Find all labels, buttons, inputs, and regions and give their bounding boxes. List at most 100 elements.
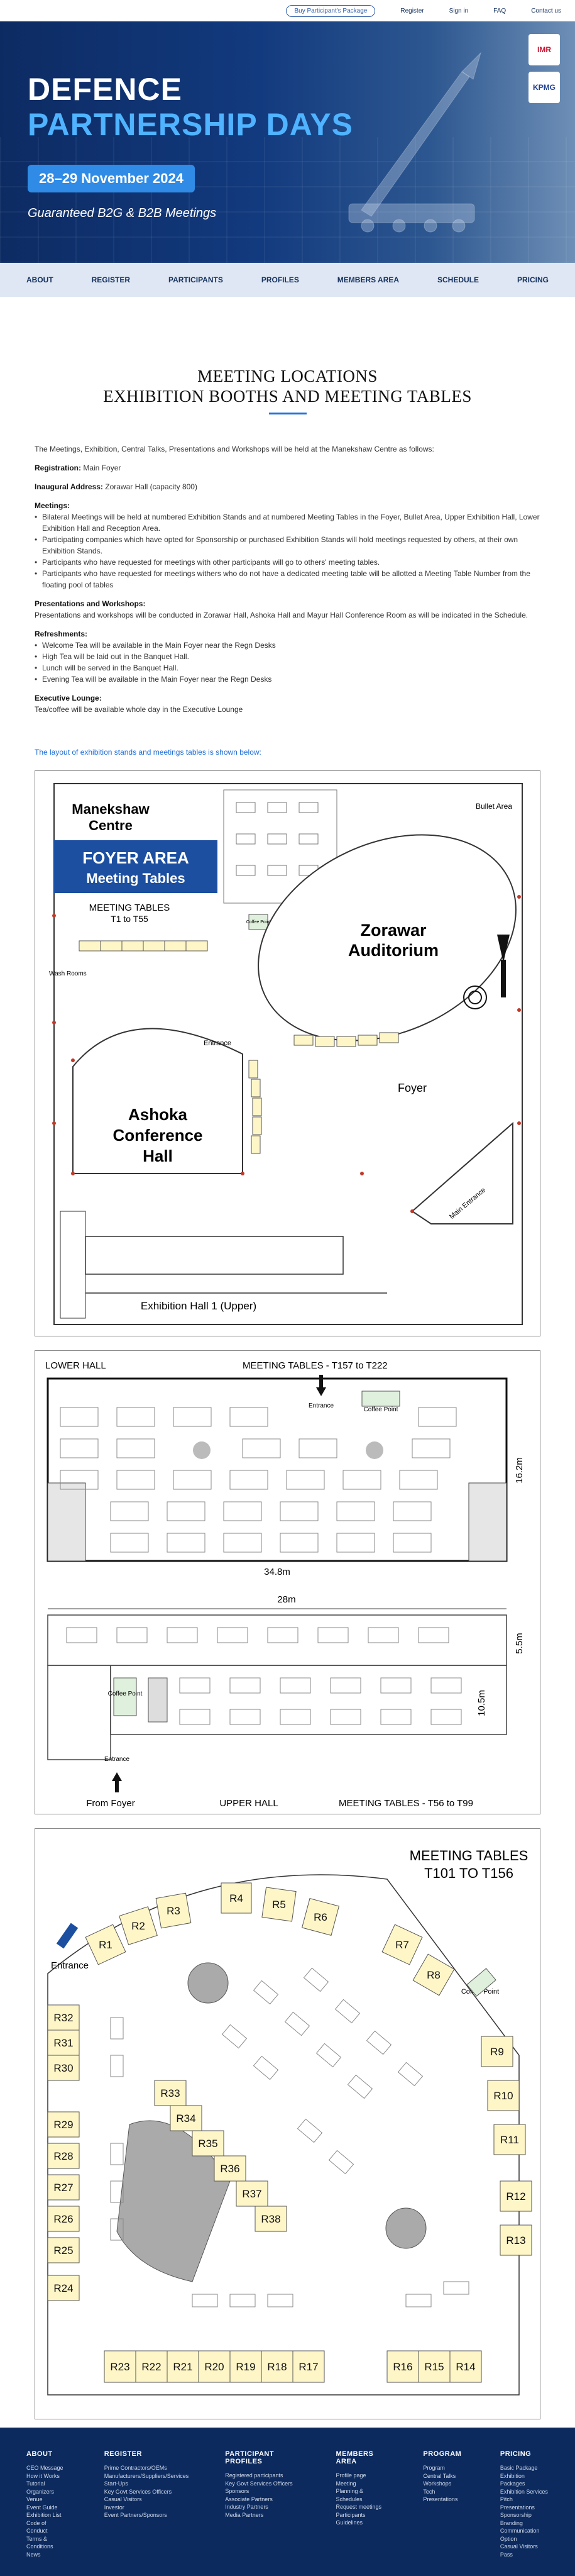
footer-link[interactable]: Key Govt Services Officers bbox=[104, 2488, 172, 2495]
footer-link[interactable]: Investor bbox=[104, 2504, 124, 2511]
stand-r4[interactable]: R4 bbox=[229, 1892, 243, 1904]
stand-r38[interactable]: R38 bbox=[261, 2213, 280, 2225]
stand-r25[interactable]: R25 bbox=[53, 2245, 73, 2257]
stand-r15[interactable]: R15 bbox=[424, 2361, 444, 2373]
footer-link[interactable]: Participants Guidelines bbox=[336, 2511, 366, 2526]
buy-package-button[interactable]: Buy Participant's Package bbox=[286, 4, 376, 17]
stand-r21[interactable]: R21 bbox=[173, 2361, 192, 2373]
stand-r18[interactable]: R18 bbox=[267, 2361, 287, 2373]
stand-r16[interactable]: R16 bbox=[393, 2361, 412, 2373]
nav-schedule[interactable]: SCHEDULE bbox=[437, 275, 479, 284]
stand-r36[interactable]: R36 bbox=[220, 2163, 239, 2175]
footer-link[interactable]: Program bbox=[423, 2465, 445, 2471]
imr-logo[interactable]: IMR bbox=[528, 34, 560, 65]
footer-link[interactable]: Tutorial bbox=[26, 2480, 45, 2487]
footer-link[interactable]: Branding bbox=[500, 2519, 523, 2526]
footer-link[interactable]: Key Govt Services Officers bbox=[225, 2480, 293, 2487]
footer-link[interactable]: Manufacturers/Suppliers/Services bbox=[104, 2472, 189, 2479]
footer-link[interactable]: Sponsorship bbox=[500, 2512, 532, 2518]
footer-link[interactable]: Associate Partners bbox=[225, 2496, 273, 2502]
stand-r27[interactable]: R27 bbox=[53, 2182, 73, 2194]
lower-entrance-label: Entrance bbox=[309, 1402, 334, 1409]
footer-link[interactable]: Basic Package bbox=[500, 2465, 538, 2471]
register-link[interactable]: Register bbox=[400, 7, 424, 14]
footer-link[interactable]: Code of Conduct bbox=[26, 2519, 48, 2534]
footer-link[interactable]: Exhibition Services bbox=[500, 2488, 548, 2495]
footer-link[interactable]: Organizers bbox=[26, 2488, 55, 2495]
footer-link[interactable]: Exhibition Packages bbox=[500, 2472, 525, 2487]
stand-r11[interactable]: R11 bbox=[500, 2134, 519, 2146]
contact-link[interactable]: Contact us bbox=[531, 7, 561, 14]
footer-link[interactable]: Start-Ups bbox=[104, 2480, 128, 2487]
stand-r34[interactable]: R34 bbox=[176, 2112, 195, 2124]
footer-link[interactable]: Casual Visitors bbox=[104, 2496, 142, 2502]
upper-width-label: 28m bbox=[277, 1594, 295, 1605]
footer-link[interactable]: Pitch Presentations bbox=[500, 2496, 535, 2511]
footer-link[interactable]: Event Partners/Sponsors bbox=[104, 2512, 167, 2518]
stand-r20[interactable]: R20 bbox=[204, 2361, 224, 2373]
footer-link[interactable]: Prime Contractors/OEMs bbox=[104, 2465, 167, 2471]
stand-r33[interactable]: R33 bbox=[160, 2087, 180, 2099]
stand-r30[interactable]: R30 bbox=[53, 2062, 73, 2074]
nav-profiles[interactable]: PROFILES bbox=[261, 275, 299, 284]
footer-link[interactable]: How it Works bbox=[26, 2472, 60, 2479]
stand-r6[interactable]: R6 bbox=[314, 1911, 327, 1923]
footer-link[interactable]: Exhibition List bbox=[26, 2512, 62, 2518]
stand-r14[interactable]: R14 bbox=[456, 2361, 475, 2373]
footer-link[interactable]: Terms & Conditions bbox=[26, 2535, 53, 2550]
footer-link[interactable]: Planning & Schedules bbox=[336, 2488, 364, 2502]
footer-link[interactable]: CEO Message bbox=[26, 2465, 63, 2471]
stand-r29[interactable]: R29 bbox=[53, 2119, 73, 2131]
stand-r31[interactable]: R31 bbox=[53, 2037, 73, 2049]
stand-r24[interactable]: R24 bbox=[53, 2282, 73, 2294]
stand-r23[interactable]: R23 bbox=[110, 2361, 129, 2373]
footer-link[interactable]: Request meetings bbox=[336, 2504, 382, 2510]
kpmg-logo[interactable]: KPMG bbox=[528, 72, 560, 103]
stand-r35[interactable]: R35 bbox=[198, 2138, 217, 2150]
stand-r19[interactable]: R19 bbox=[236, 2361, 255, 2373]
stand-r9[interactable]: R9 bbox=[490, 2046, 504, 2058]
stand-r26[interactable]: R26 bbox=[53, 2213, 73, 2225]
stand-r7[interactable]: R7 bbox=[395, 1939, 409, 1951]
footer-link[interactable]: News bbox=[26, 2551, 41, 2558]
upper-tables-label: MEETING TABLES - T56 to T99 bbox=[339, 1798, 473, 1809]
stand-r28[interactable]: R28 bbox=[53, 2150, 73, 2162]
stand-r17[interactable]: R17 bbox=[298, 2361, 318, 2373]
footer-link[interactable]: Media Partners bbox=[225, 2511, 264, 2518]
footer-link[interactable]: Sponsors bbox=[225, 2488, 249, 2494]
nav-members-area[interactable]: MEMBERS AREA bbox=[337, 275, 400, 284]
footer-link[interactable]: Workshops bbox=[423, 2480, 452, 2487]
ashoka-label-2: Conference bbox=[112, 1126, 202, 1145]
stand-r37[interactable]: R37 bbox=[242, 2188, 261, 2200]
nav-pricing[interactable]: PRICING bbox=[517, 275, 549, 284]
footer-link[interactable]: Venue bbox=[26, 2496, 43, 2502]
hero-grid-decoration bbox=[0, 137, 575, 263]
footer-link[interactable]: Casual Visitors Pass bbox=[500, 2543, 538, 2558]
footer-link[interactable]: Event Guide bbox=[26, 2504, 58, 2511]
footer-link[interactable]: Central Talks bbox=[423, 2472, 456, 2479]
stand-r12[interactable]: R12 bbox=[506, 2190, 525, 2202]
footer-col-title: PROGRAM bbox=[423, 2450, 462, 2458]
footer-link[interactable]: Profile page bbox=[336, 2472, 366, 2479]
signin-link[interactable]: Sign in bbox=[449, 7, 469, 14]
stand-r3[interactable]: R3 bbox=[167, 1905, 180, 1917]
footer-link[interactable]: Communication Option bbox=[500, 2528, 540, 2542]
stand-r1[interactable]: R1 bbox=[99, 1939, 112, 1951]
stand-r5[interactable]: R5 bbox=[272, 1899, 286, 1911]
footer-link[interactable]: Tech Presentations bbox=[423, 2488, 458, 2503]
footer-link[interactable]: Registered participants bbox=[225, 2472, 283, 2479]
stand-r2[interactable]: R2 bbox=[131, 1920, 145, 1932]
stand-r8[interactable]: R8 bbox=[427, 1969, 441, 1981]
stand-r13[interactable]: R13 bbox=[506, 2235, 525, 2246]
faq-link[interactable]: FAQ bbox=[493, 7, 507, 14]
stand-r22[interactable]: R22 bbox=[141, 2361, 161, 2373]
nav-register[interactable]: REGISTER bbox=[91, 275, 130, 284]
footer-link[interactable]: Industry Partners bbox=[225, 2504, 268, 2510]
stand-r10[interactable]: R10 bbox=[493, 2090, 513, 2102]
footer-link[interactable]: Meeting bbox=[336, 2480, 356, 2487]
stand-r32[interactable]: R32 bbox=[53, 2012, 73, 2024]
nav-about[interactable]: ABOUT bbox=[26, 275, 53, 284]
coffee-point-label: Coffee Point bbox=[246, 920, 270, 924]
inaugural-line: Inaugural Address: Zorawar Hall (capacit… bbox=[35, 481, 540, 492]
nav-participants[interactable]: PARTICIPANTS bbox=[168, 275, 223, 284]
